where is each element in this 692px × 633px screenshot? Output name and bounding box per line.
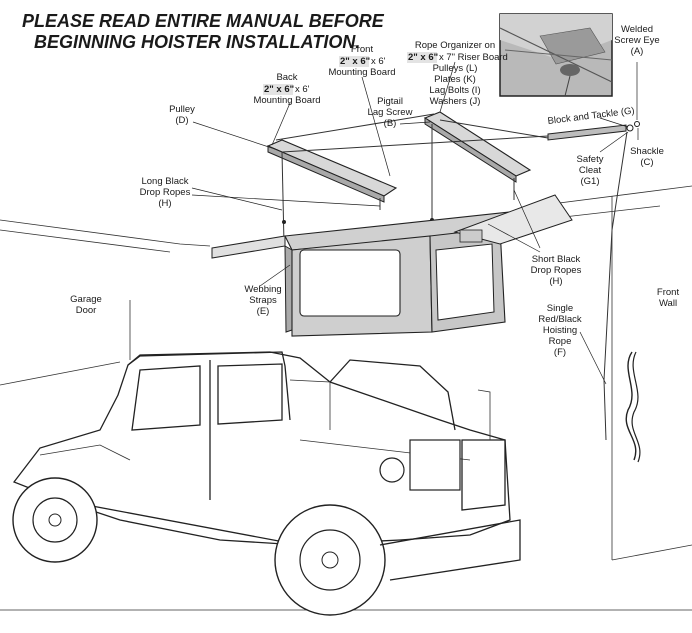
callout-front-wall: Front Wall bbox=[657, 287, 680, 309]
svg-text:(B): (B) bbox=[384, 118, 397, 129]
svg-text:Washers (J): Washers (J) bbox=[430, 96, 481, 107]
callout-short-drop-ropes: Short Black Drop Ropes (H) bbox=[531, 254, 582, 287]
svg-text:Webbing: Webbing bbox=[244, 284, 281, 295]
svg-text:Pigtail: Pigtail bbox=[377, 96, 403, 107]
svg-text:Back: Back bbox=[276, 72, 297, 83]
svg-text:(D): (D) bbox=[175, 115, 188, 126]
svg-text:Screw Eye: Screw Eye bbox=[614, 35, 659, 46]
svg-text:Hoisting: Hoisting bbox=[543, 325, 577, 336]
svg-text:Rope: Rope bbox=[549, 336, 572, 347]
hardtop bbox=[211, 194, 573, 337]
warning-header-line2: BEGINNING HOISTER INSTALLATION. bbox=[34, 32, 360, 52]
warning-header-line1: PLEASE READ ENTIRE MANUAL BEFORE bbox=[22, 11, 385, 31]
inset-photo bbox=[499, 13, 613, 97]
callout-hoisting-rope: Single Red/Black Hoisting Rope (F) bbox=[538, 303, 582, 358]
svg-text:Long Black: Long Black bbox=[141, 176, 188, 187]
callout-front-board: Front 2" x 6" x 6' Mounting Board bbox=[328, 44, 395, 78]
svg-text:Drop Ropes: Drop Ropes bbox=[140, 187, 191, 198]
svg-text:Front: Front bbox=[351, 44, 374, 55]
svg-text:Cleat: Cleat bbox=[579, 165, 602, 176]
svg-text:Lag Bolts (I): Lag Bolts (I) bbox=[429, 85, 480, 96]
svg-text:x 6': x 6' bbox=[295, 84, 310, 95]
svg-text:Straps: Straps bbox=[249, 295, 277, 306]
callout-rope-organizer: Rope Organizer on 2" x 6" x 7" Riser Boa… bbox=[407, 40, 508, 107]
svg-text:Welded: Welded bbox=[621, 24, 653, 35]
callout-back-board: Back 2" x 6" x 6' Mounting Board bbox=[253, 72, 320, 106]
svg-text:Red/Black: Red/Black bbox=[538, 314, 582, 325]
svg-text:Single: Single bbox=[547, 303, 573, 314]
svg-text:x 7" Riser Board: x 7" Riser Board bbox=[439, 52, 508, 63]
jeep-vehicle bbox=[12, 351, 521, 616]
svg-text:Wall: Wall bbox=[659, 298, 677, 309]
svg-text:x 6': x 6' bbox=[371, 56, 386, 67]
leader-lines bbox=[191, 61, 639, 385]
callout-welded-screw-eye: Welded Screw Eye (A) bbox=[614, 24, 659, 57]
callout-garage-door: Garage Door bbox=[70, 294, 102, 316]
svg-text:Door: Door bbox=[76, 305, 97, 316]
rope-coil bbox=[603, 351, 641, 463]
callout-block-and-tackle: Block and Tackle (G) bbox=[547, 105, 635, 127]
svg-text:(G1): (G1) bbox=[581, 176, 600, 187]
svg-text:(C): (C) bbox=[640, 157, 653, 168]
callout-webbing-straps: Webbing Straps (E) bbox=[244, 284, 281, 317]
svg-text:Lag Screw: Lag Screw bbox=[368, 107, 413, 118]
callout-pigtail: Pigtail Lag Screw (B) bbox=[368, 96, 413, 129]
svg-text:Mounting Board: Mounting Board bbox=[253, 95, 320, 106]
svg-text:2" x 6": 2" x 6" bbox=[408, 52, 438, 63]
svg-text:(A): (A) bbox=[631, 46, 644, 57]
svg-text:(H): (H) bbox=[158, 198, 171, 209]
svg-text:Shackle: Shackle bbox=[630, 146, 664, 157]
svg-text:Drop Ropes: Drop Ropes bbox=[531, 265, 582, 276]
callout-shackle: Shackle (C) bbox=[630, 146, 664, 168]
svg-text:2" x 6": 2" x 6" bbox=[340, 56, 370, 67]
svg-text:Garage: Garage bbox=[70, 294, 102, 305]
callout-pulley: Pulley (D) bbox=[169, 104, 195, 126]
mounting-boards bbox=[266, 111, 532, 203]
svg-text:Front: Front bbox=[657, 287, 680, 298]
svg-text:Short Black: Short Black bbox=[532, 254, 581, 265]
svg-text:Safety: Safety bbox=[577, 154, 604, 165]
callout-safety-cleat: Safety Cleat (G1) bbox=[577, 154, 604, 187]
callout-long-drop-ropes: Long Black Drop Ropes (H) bbox=[140, 176, 191, 209]
svg-text:Plates (K): Plates (K) bbox=[434, 74, 476, 85]
svg-text:(H): (H) bbox=[549, 276, 562, 287]
svg-text:Pulley: Pulley bbox=[169, 104, 195, 115]
svg-text:2" x 6": 2" x 6" bbox=[264, 84, 294, 95]
svg-text:(E): (E) bbox=[257, 306, 270, 317]
svg-text:Pulleys (L): Pulleys (L) bbox=[433, 63, 478, 74]
svg-text:(F): (F) bbox=[554, 347, 566, 358]
block-and-tackle bbox=[281, 119, 640, 381]
svg-text:Rope Organizer on: Rope Organizer on bbox=[415, 40, 495, 51]
svg-text:Mounting Board: Mounting Board bbox=[328, 67, 395, 78]
